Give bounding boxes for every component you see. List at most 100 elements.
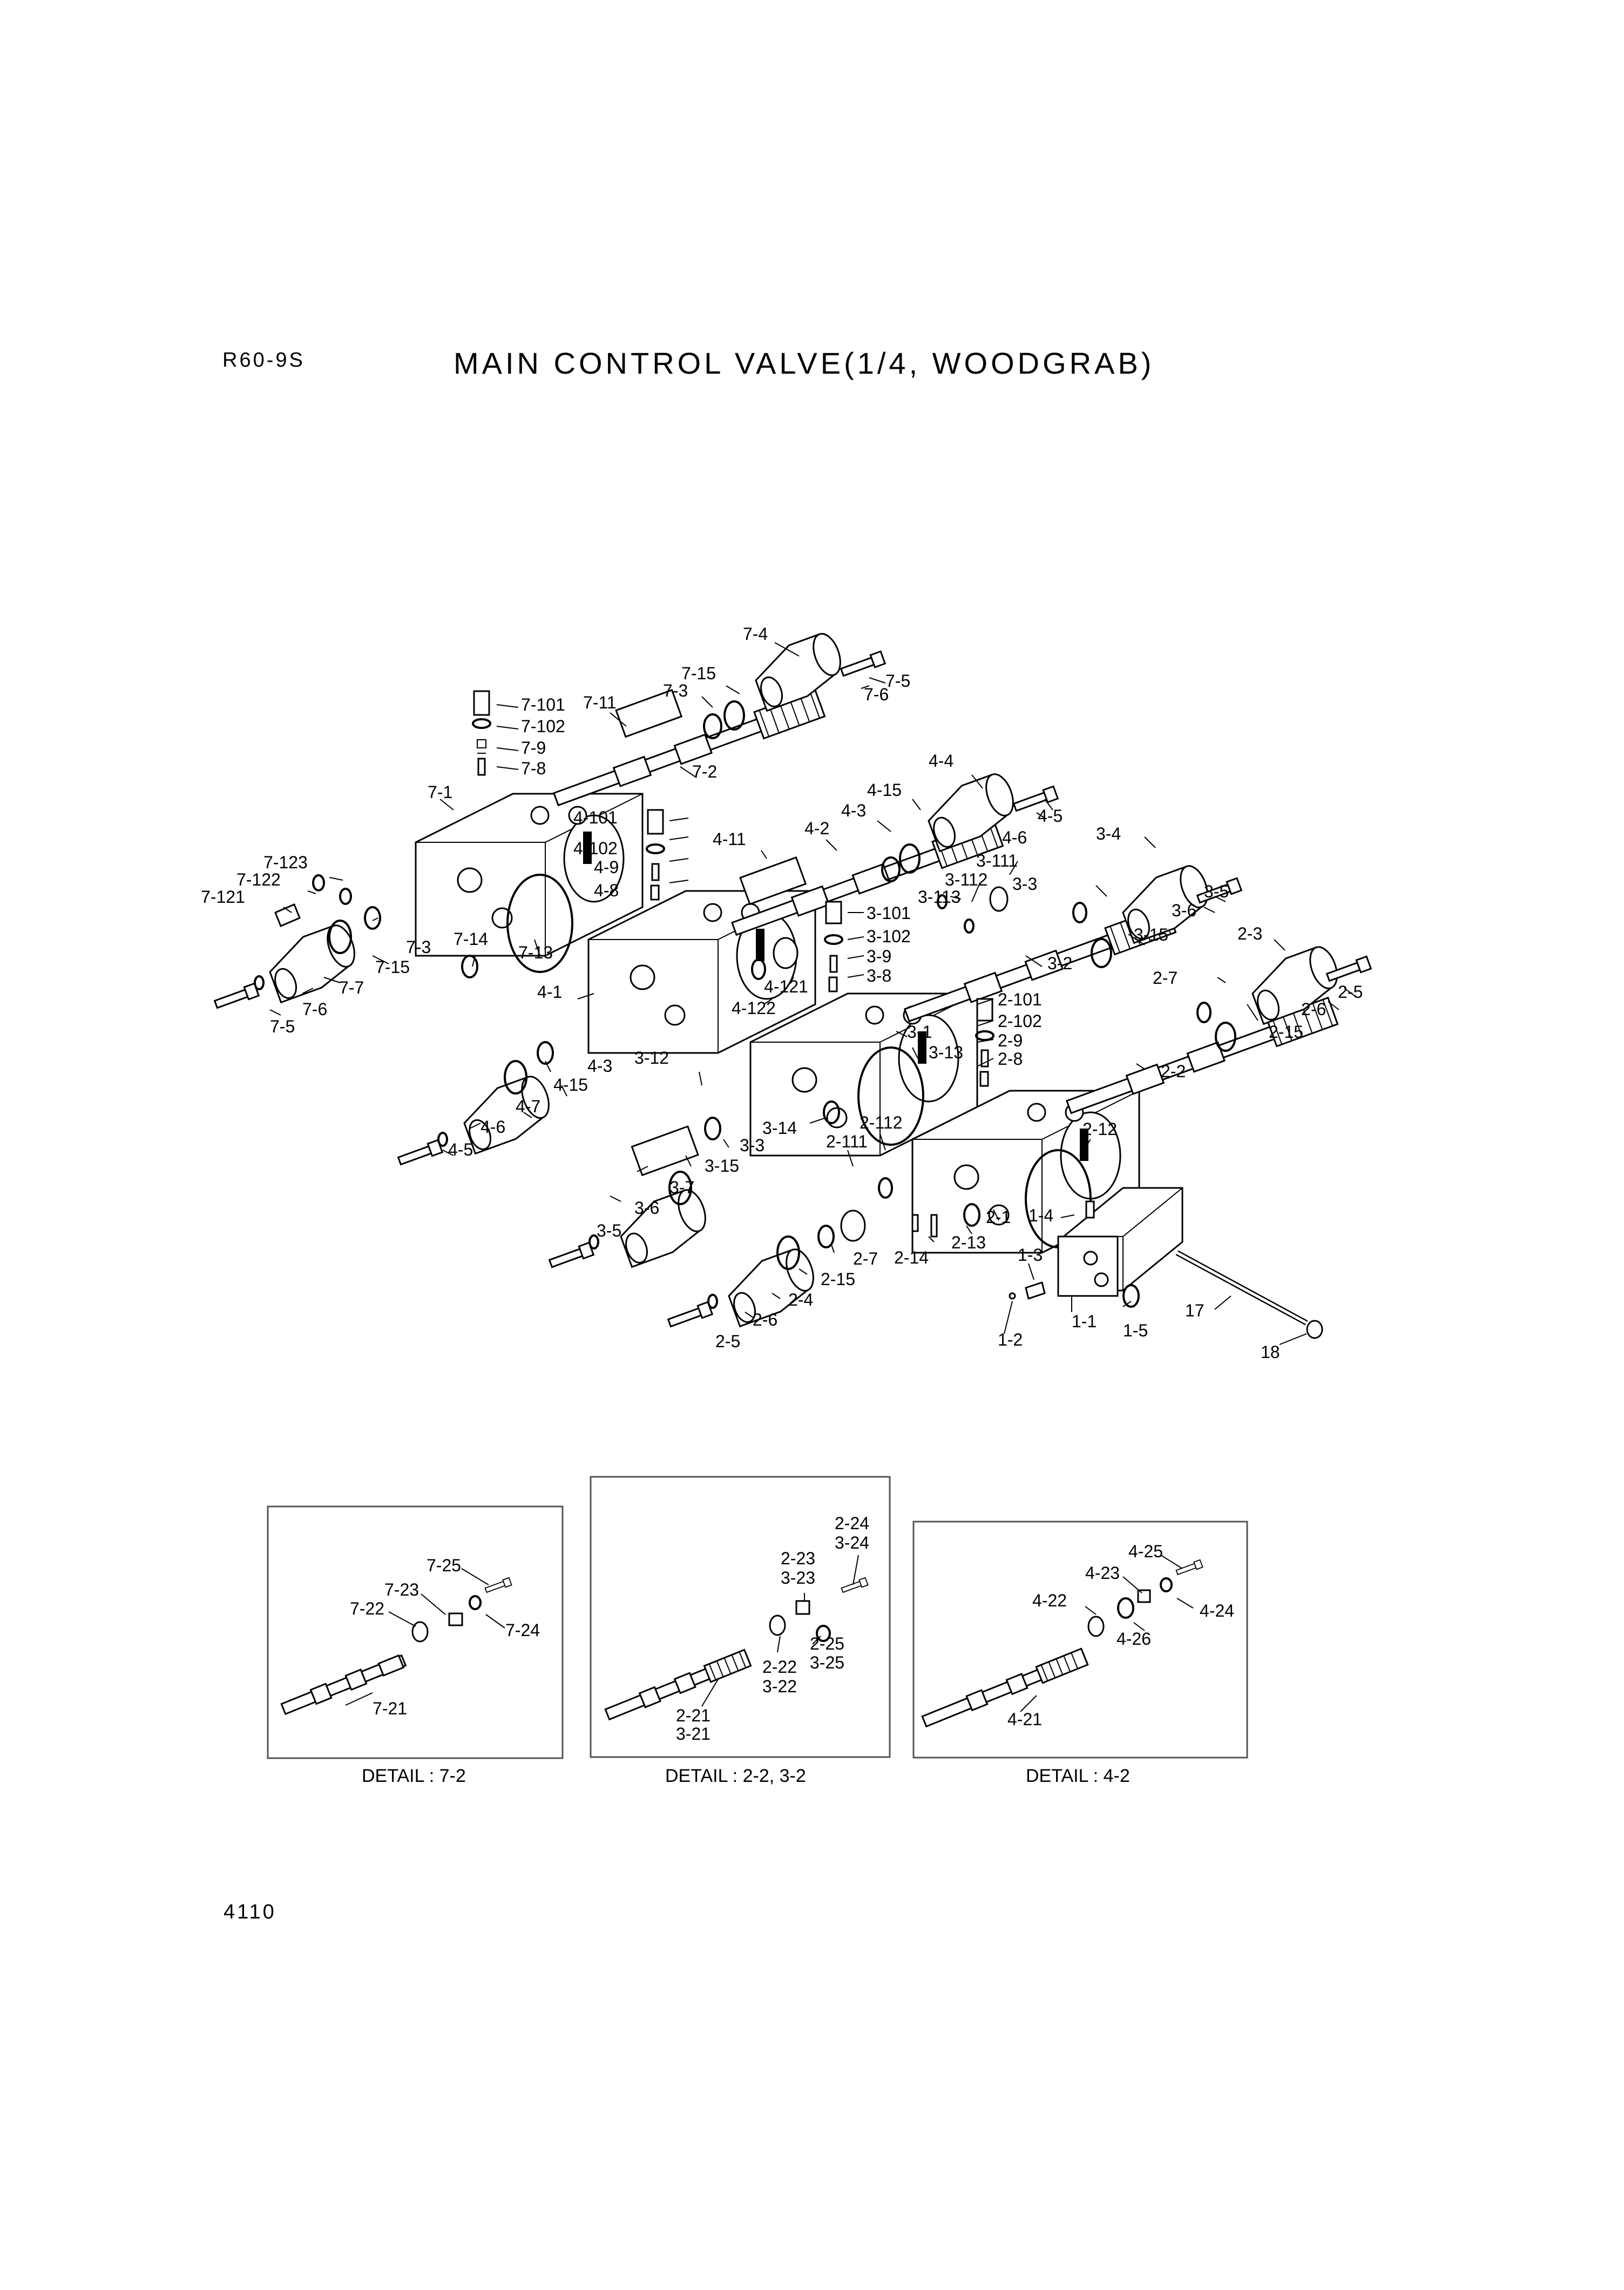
callout: 7-121 [201, 887, 245, 907]
callout: 2-15 [1269, 1022, 1303, 1042]
callout: 2-101 [998, 990, 1042, 1009]
callout: 4-8 [594, 881, 619, 900]
section-4-parts [396, 769, 1059, 1168]
callout: 2-5 [1338, 982, 1363, 1002]
detail-caption: DETAIL : 7-2 [362, 1766, 466, 1786]
detail-label: 2-22 [762, 1657, 797, 1677]
callout: 3-9 [867, 947, 891, 966]
callout: 2-4 [788, 1290, 813, 1309]
page-title: MAIN CONTROL VALVE(1/4, WOODGRAB) [454, 346, 1155, 380]
callout: 3-111 [976, 851, 1018, 870]
callout: 4-122 [732, 998, 776, 1018]
callout: 3-6 [1172, 901, 1196, 920]
callout: 3-2 [1047, 954, 1072, 973]
callout: 7-9 [521, 738, 546, 758]
detail-label: 3-25 [810, 1653, 844, 1672]
callout: 3-3 [740, 1136, 764, 1155]
callout: 7-15 [681, 664, 716, 683]
callout: 1-2 [998, 1330, 1023, 1349]
callout: 7-15 [375, 957, 410, 977]
detail-caption: DETAIL : 4-2 [1026, 1766, 1130, 1786]
detail-label: 4-21 [1007, 1710, 1042, 1729]
callout: 3-6 [634, 1198, 659, 1218]
callout: 3-7 [669, 1178, 694, 1197]
callout: 3-15 [705, 1156, 739, 1176]
detail-label: 7-25 [427, 1556, 461, 1575]
model-code: R60-9S [222, 349, 305, 371]
callout: 4-5 [1038, 806, 1063, 826]
detail-label: 3-22 [762, 1677, 797, 1696]
callout: 7-3 [406, 937, 431, 957]
callout: 1-3 [1018, 1245, 1043, 1265]
detail-2-2-3-2-panel: 2-24 3-24 2-23 3-23 2-25 3-25 2-22 3-22 … [590, 1476, 891, 1786]
detail-label: 7-23 [384, 1580, 419, 1599]
detail-label: 7-24 [505, 1620, 540, 1640]
callout: 7-11 [583, 693, 617, 712]
callout: 7-102 [521, 717, 565, 736]
detail-label: 2-21 [676, 1706, 710, 1725]
callout: 2-5 [715, 1332, 740, 1351]
callout: 4-3 [841, 801, 866, 820]
detail-label: 2-24 [835, 1514, 869, 1533]
callout: 7-123 [263, 853, 308, 872]
detail-label: 4-25 [1128, 1542, 1163, 1561]
callout: 7-6 [302, 999, 327, 1019]
section-7-parts [213, 629, 886, 1011]
detail-label: 3-23 [781, 1568, 815, 1588]
callout: 4-15 [867, 780, 902, 800]
callout: 4-6 [481, 1117, 505, 1137]
callout: 4-4 [929, 751, 953, 771]
detail-label: 3-21 [676, 1724, 710, 1744]
callout: 2-1 [986, 1207, 1011, 1227]
callout: 3-113 [918, 887, 960, 907]
callout: 7-1 [428, 782, 452, 802]
callout: 3-102 [867, 927, 911, 946]
detail-label: 4-23 [1085, 1563, 1120, 1583]
detail-label: 7-22 [350, 1599, 384, 1618]
callout: 7-2 [692, 762, 717, 781]
callout: 3-13 [929, 1043, 963, 1062]
leader-lines [269, 642, 1356, 1345]
detail-label: 2-25 [810, 1634, 844, 1653]
callout: 7-7 [339, 978, 364, 997]
callout: 7-6 [864, 685, 889, 704]
callout: 17 [1185, 1301, 1205, 1320]
callout: 2-6 [753, 1310, 777, 1329]
callout: 3-101 [867, 903, 911, 923]
callout: 3-14 [762, 1118, 797, 1138]
callout: 7-5 [885, 671, 910, 691]
callout: 7-3 [663, 681, 688, 700]
callout: 2-3 [1237, 924, 1262, 943]
callout: 4-15 [553, 1075, 588, 1095]
callout: 4-5 [448, 1140, 473, 1159]
detail-7-2-panel: 7-25 7-23 7-22 7-24 7-21 DETAIL : 7-2 [267, 1505, 564, 1786]
section-3-parts [547, 861, 1242, 1271]
detail-label: 4-26 [1116, 1629, 1151, 1649]
detail-label: 2-23 [781, 1549, 815, 1568]
detail-label: 7-21 [373, 1699, 407, 1718]
section-2-parts [666, 942, 1372, 1330]
callout: 7-101 [521, 695, 565, 714]
callout: 3-4 [1096, 824, 1121, 843]
callout: 3-3 [1012, 874, 1037, 894]
callout: 4-121 [764, 977, 808, 996]
callout: 2-14 [894, 1248, 929, 1267]
callout: 3-5 [597, 1221, 621, 1240]
callout: 4-101 [573, 808, 618, 827]
callout: 4-6 [1002, 828, 1027, 847]
callout: 4-2 [804, 819, 829, 838]
callout: 2-102 [998, 1011, 1042, 1031]
callout: 4-11 [713, 829, 746, 849]
detail-label: 4-22 [1032, 1591, 1067, 1610]
callout: 3-12 [634, 1048, 669, 1068]
callout: 2-112 [860, 1113, 902, 1132]
callout: 3-1 [907, 1022, 932, 1042]
section-1-parts [1009, 1187, 1323, 1339]
callout: 2-2 [1161, 1062, 1186, 1081]
callout: 1-5 [1123, 1321, 1148, 1340]
callout: 2-13 [951, 1233, 986, 1252]
callout: 7-122 [236, 870, 281, 889]
callout: 2-12 [1082, 1119, 1117, 1139]
callout: 3-15 [1134, 925, 1168, 944]
